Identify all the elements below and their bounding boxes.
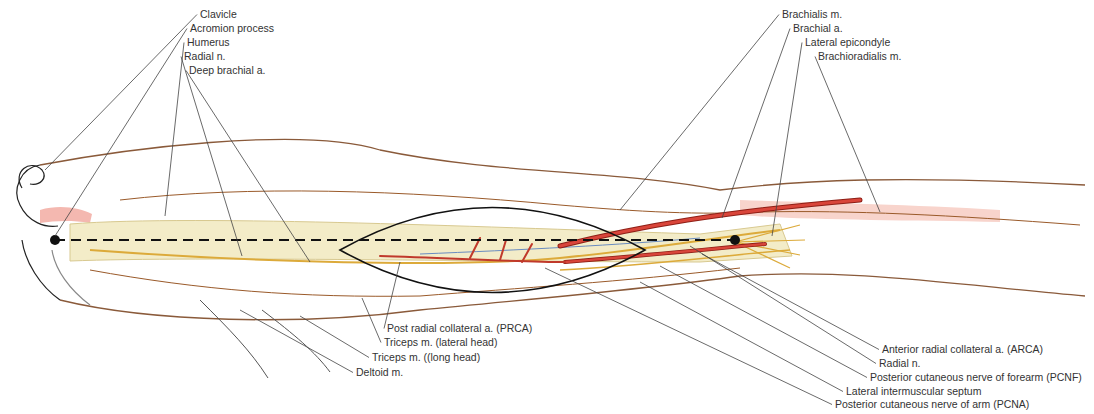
leader-line xyxy=(300,316,369,358)
forearm-line xyxy=(760,212,1080,225)
leader-line xyxy=(722,29,790,219)
part-label: Anterior radial collateral a. (ARCA) xyxy=(882,343,1043,356)
acromion-tissue xyxy=(40,207,92,223)
part-label: Triceps m. ((long head) xyxy=(372,351,480,364)
shoulder-lower xyxy=(22,240,60,300)
clavicle-shape xyxy=(19,165,44,188)
part-label: Lateral epicondyle xyxy=(805,36,890,49)
leader-line xyxy=(702,254,879,350)
triceps-line xyxy=(90,270,420,296)
artery-branches xyxy=(470,238,532,262)
arca-edge xyxy=(565,244,765,262)
landmark-line xyxy=(55,239,735,241)
leader-line xyxy=(181,57,242,257)
part-label: Triceps m. (lateral head) xyxy=(384,336,497,349)
nerves xyxy=(90,225,805,270)
part-label: Brachialis m. xyxy=(782,8,842,21)
leader-line xyxy=(772,43,802,237)
deltoid-edge xyxy=(200,300,268,378)
leader-line xyxy=(362,298,381,343)
part-label: Posterior cutaneous nerve of arm (PCNA) xyxy=(835,398,1029,411)
leader-line xyxy=(545,268,832,405)
brachialis-line xyxy=(120,191,760,213)
acromion-dot xyxy=(50,235,60,245)
radial-nerve xyxy=(90,230,780,263)
arm-upper-contour xyxy=(40,139,1085,190)
arteries xyxy=(380,200,860,262)
leader-line xyxy=(55,29,187,237)
leader-line xyxy=(165,43,184,217)
arm-outline xyxy=(40,139,1085,319)
part-label: Deltoid m. xyxy=(356,366,403,379)
part-label: Deep brachial a. xyxy=(189,64,265,77)
leader-line xyxy=(815,57,880,213)
leader-line xyxy=(640,282,843,392)
leader-line xyxy=(186,71,310,263)
leader-line xyxy=(620,15,779,211)
brachioradialis-muscle xyxy=(740,200,1000,222)
incision-outline xyxy=(340,208,645,293)
part-label: Radial n. xyxy=(879,357,920,370)
part-label: Posterior cutaneous nerve of forearm (PC… xyxy=(870,371,1082,384)
part-label: Clavicle xyxy=(200,8,237,21)
part-label: Brachial a. xyxy=(793,22,843,35)
arca-artery xyxy=(565,244,765,262)
triceps-edges xyxy=(200,300,330,378)
prca-artery xyxy=(380,256,565,262)
part-label: Lateral intermuscular septum xyxy=(846,385,981,398)
part-label: Radial n. xyxy=(184,50,225,63)
part-label: Humerus xyxy=(187,36,230,49)
leader-line xyxy=(45,15,197,171)
part-label: Brachioradialis m. xyxy=(818,50,901,63)
leader-line xyxy=(660,266,867,378)
leader-line xyxy=(690,246,876,364)
part-label: Acromion process xyxy=(190,22,274,35)
epicondyle-dot xyxy=(730,235,740,245)
leader-line xyxy=(384,262,400,329)
leader-line xyxy=(240,310,353,373)
part-label: Post radial collateral a. (PRCA) xyxy=(387,322,532,335)
